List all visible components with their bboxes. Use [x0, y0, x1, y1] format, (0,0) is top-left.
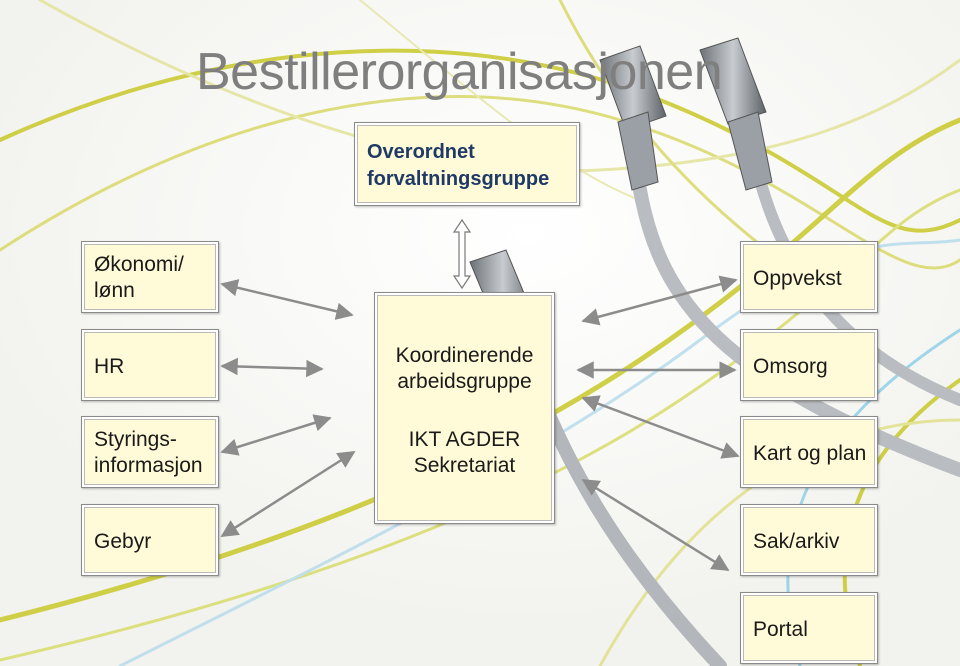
center-box-line1: Koordinerende arbeidsgruppe — [395, 344, 534, 393]
right-box-label: Sak/arkiv — [753, 530, 840, 553]
page-title: Bestillerorganisasjonen — [196, 43, 723, 101]
left-box-label: HR — [94, 355, 125, 378]
left-box-hr: HR — [81, 329, 219, 401]
top-box: Overordnet forvaltningsgruppe — [354, 122, 580, 206]
left-box-label: Økonomi/ lønn — [94, 253, 184, 302]
right-box-label: Oppvekst — [753, 267, 842, 290]
left-box-okonomi: Økonomi/ lønn — [81, 241, 219, 313]
right-box-label: Kart og plan — [753, 442, 867, 465]
left-box-label: Styrings- informasjon — [94, 428, 203, 477]
right-box-kart: Kart og plan — [740, 416, 878, 488]
right-box-oppvekst: Oppvekst — [740, 241, 878, 313]
right-box-label: Portal — [753, 618, 808, 641]
right-box-label: Omsorg — [753, 355, 828, 378]
left-box-gebyr: Gebyr — [81, 504, 219, 576]
center-box-line2: IKT AGDER Sekretariat — [408, 428, 521, 477]
center-box: Koordinerende arbeidsgruppe IKT AGDER Se… — [374, 292, 555, 524]
right-box-portal: Portal — [740, 592, 878, 664]
top-box-label: Overordnet forvaltningsgruppe — [367, 141, 550, 190]
right-box-sakarkiv: Sak/arkiv — [740, 504, 878, 576]
right-box-omsorg: Omsorg — [740, 329, 878, 401]
left-box-styring: Styrings- informasjon — [81, 416, 219, 488]
left-box-label: Gebyr — [94, 530, 152, 553]
